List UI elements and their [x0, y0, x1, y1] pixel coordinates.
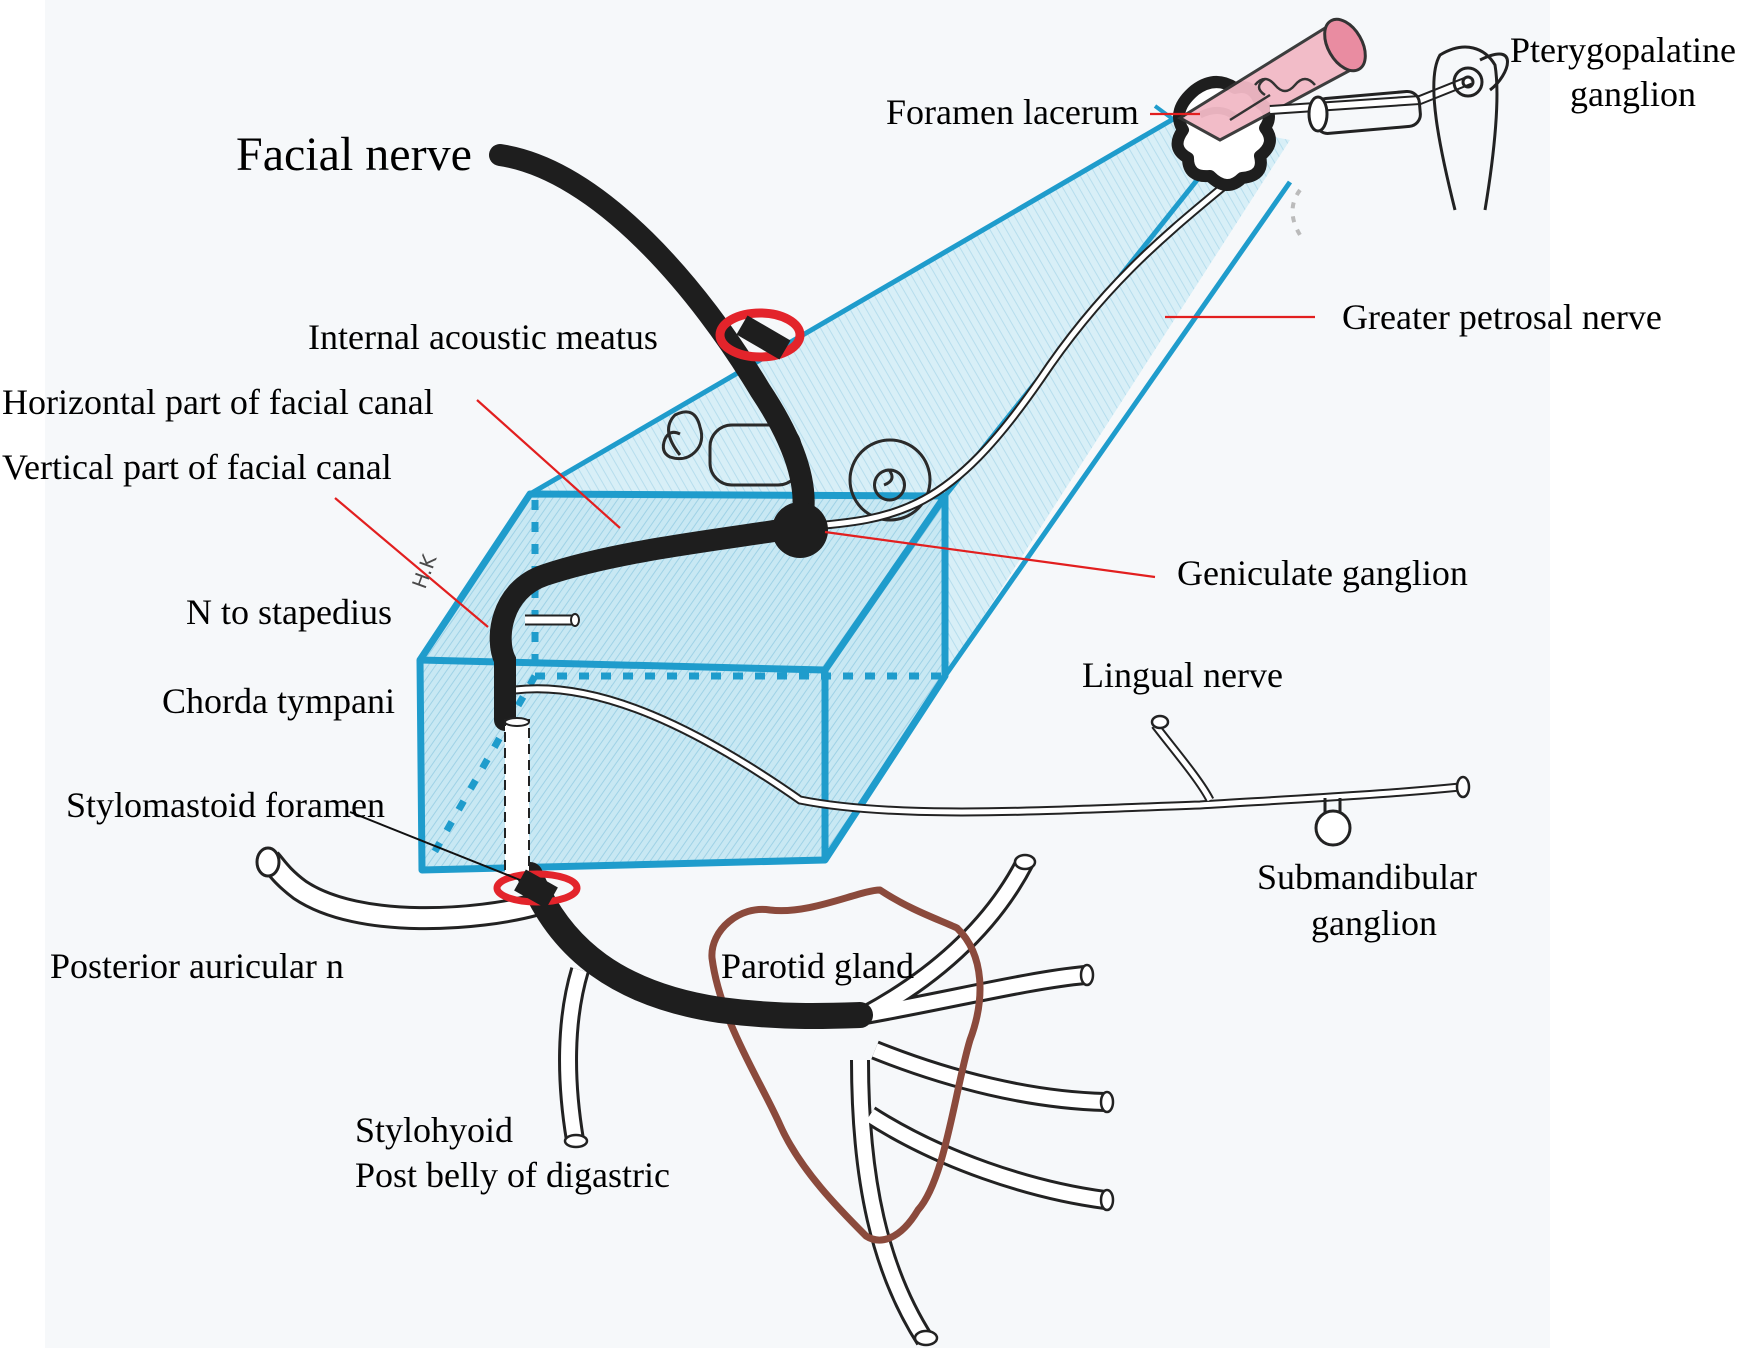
label-submandibular: Submandibular	[1257, 857, 1477, 897]
label-stylohyoid: Stylohyoid	[355, 1110, 513, 1150]
diagram-title: Facial nerve	[236, 128, 472, 181]
stylomastoid-canal-segment	[505, 718, 529, 875]
label-foramen-lacerum: Foramen lacerum	[886, 92, 1139, 132]
label-chorda-tympani: Chorda tympani	[162, 681, 395, 721]
label-posterior-auricular: Posterior auricular n	[50, 946, 344, 986]
label-internal-acoustic-meatus: Internal acoustic meatus	[308, 317, 658, 357]
label-pterygopalatine-ganglion: ganglion	[1570, 74, 1696, 114]
label-lingual-nerve: Lingual nerve	[1082, 655, 1283, 695]
label-greater-petrosal-nerve: Greater petrosal nerve	[1342, 297, 1662, 337]
label-stylomastoid-foramen: Stylomastoid foramen	[66, 785, 385, 825]
label-post-belly-digastric: Post belly of digastric	[355, 1155, 670, 1195]
geniculate-ganglion-node	[772, 502, 828, 558]
label-submandibular-ganglion: ganglion	[1311, 903, 1437, 943]
label-geniculate-ganglion: Geniculate ganglion	[1177, 553, 1468, 593]
label-n-to-stapedius: N to stapedius	[186, 592, 392, 632]
label-vertical-part: Vertical part of facial canal	[2, 447, 392, 487]
label-horizontal-part: Horizontal part of facial canal	[2, 382, 434, 422]
label-pterygopalatine: Pterygopalatine	[1510, 30, 1736, 70]
label-parotid-gland: Parotid gland	[721, 946, 914, 986]
nerve-to-stapedius	[525, 614, 579, 626]
submandibular-ganglion-icon	[1316, 811, 1350, 845]
